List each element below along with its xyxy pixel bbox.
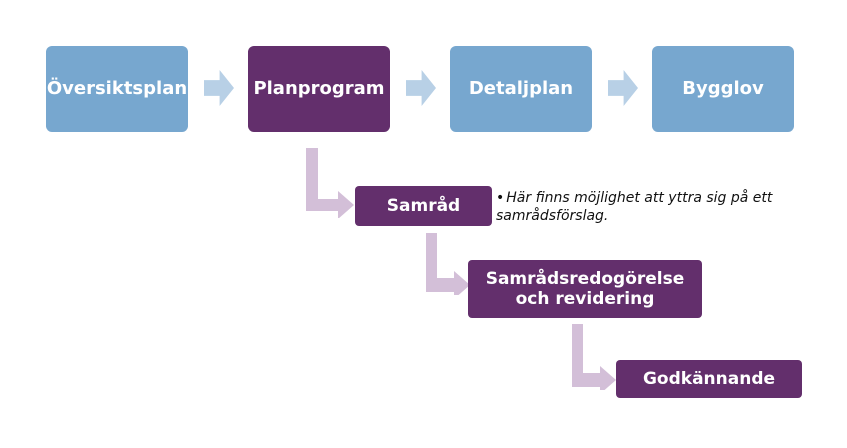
step-planprogram: Planprogram xyxy=(248,46,390,132)
arrow-right-icon xyxy=(204,70,234,106)
elbow-arrow-icon xyxy=(306,148,354,218)
samrad-note: •Här finns möjlighet att yttra sig på et… xyxy=(496,190,796,225)
subprocess-godkannande: Godkännande xyxy=(616,360,802,398)
subprocess-samrad: Samråd xyxy=(355,186,492,226)
step-detaljplan: Detaljplan xyxy=(450,46,592,132)
arrow-right-icon xyxy=(406,70,436,106)
subprocess-redogorelse: Samrådsredogörelse och revidering xyxy=(468,260,702,318)
step-oversiktsplan: Översiktsplan xyxy=(46,46,188,132)
bullet-icon: • xyxy=(496,190,505,206)
step-bygglov: Bygglov xyxy=(652,46,794,132)
arrow-right-icon xyxy=(608,70,638,106)
samrad-note-text: Här finns möjlighet att yttra sig på ett… xyxy=(496,190,773,224)
elbow-arrow-icon xyxy=(426,233,470,295)
elbow-arrow-icon xyxy=(572,324,616,390)
